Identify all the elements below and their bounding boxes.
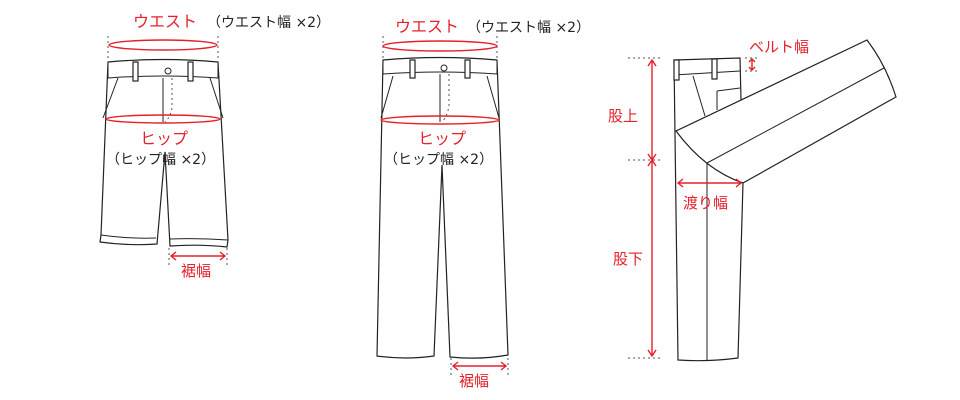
long-pants-illustration — [376, 36, 509, 378]
rise-label: 股上 — [608, 107, 639, 125]
thigh-width-arrow — [676, 178, 743, 188]
shorts-waist-ellipse — [108, 39, 218, 51]
thigh-width-label: 渡り幅 — [683, 194, 729, 212]
shorts-illustration — [99, 36, 229, 268]
pants-hip-ellipse — [380, 115, 500, 125]
pants-waist-note: （ウエスト幅 ×2） — [467, 20, 591, 36]
pants-hip-note: （ヒップ幅 ×2） — [384, 152, 494, 168]
side-view-illustration — [628, 39, 897, 362]
shorts-hip-label: ヒップ — [140, 129, 189, 148]
shorts-waist-note: （ウエスト幅 ×2） — [207, 15, 331, 31]
shorts-hem-label: 裾幅 — [181, 262, 212, 280]
inseam-label: 股下 — [613, 250, 644, 268]
pants-hip-label: ヒップ — [418, 129, 467, 148]
shorts-waist-label: ウエスト — [133, 12, 198, 31]
rise-inseam-arrow — [647, 58, 657, 358]
pants-hem-label: 裾幅 — [459, 372, 490, 390]
shorts-hip-ellipse — [105, 114, 221, 124]
pants-hem-arrow — [451, 361, 508, 371]
pants-waist-label: ウエスト — [395, 17, 460, 36]
belt-width-label: ベルト幅 — [749, 38, 810, 56]
shorts-hem-arrow — [169, 251, 227, 261]
pants-waist-ellipse — [382, 40, 498, 52]
shorts-hip-note: （ヒップ幅 ×2） — [106, 152, 216, 168]
belt-width-arrow — [748, 58, 756, 71]
